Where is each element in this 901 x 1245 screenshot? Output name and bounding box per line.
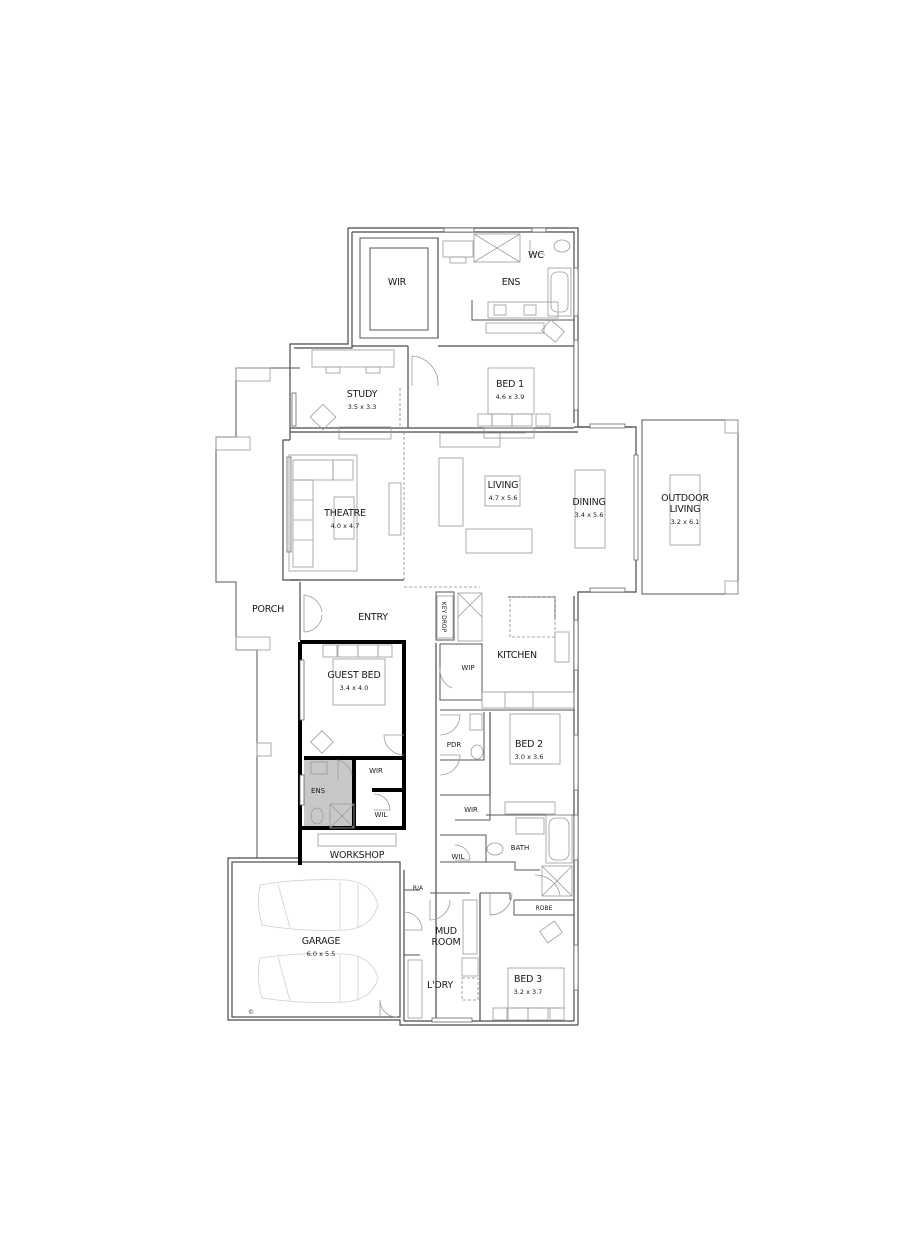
label-bath: BATH [511,844,530,852]
label-laundry: L'DRY [427,980,453,991]
label-guest-wir: WIR [369,767,383,775]
outdoor-living-structure [641,419,739,595]
label-theatre: THEATRE [323,508,366,519]
label-garage: GARAGE [302,936,341,947]
guest-ensuite-fill [304,760,352,826]
label-porch: PORCH [252,604,284,615]
dims-garage: 6.0 x 5.5 [307,950,336,958]
dims-outdoor-living: 3.2 x 6.1 [671,518,700,526]
label-guest-ens: ENS [311,787,326,795]
label-pdr: PDR [447,741,462,749]
copyright-symbol: © [248,1009,254,1016]
label-mud-room-1: MUD [435,926,457,937]
porch-structure [215,367,300,858]
label-wip: WIP [461,664,474,672]
label-bed1: BED 1 [496,379,524,390]
label-robe: ROBE [536,905,553,912]
label-workshop: WORKSHOP [330,850,385,861]
dims-study: 3.5 x 3.3 [348,403,377,411]
label-ra: R/A [413,885,424,892]
label-entry: ENTRY [358,612,388,623]
dims-living: 4.7 x 5.6 [489,494,518,502]
label-wir-master: WIR [388,277,407,288]
dims-bed3: 3.2 x 3.7 [514,988,543,996]
dims-theatre: 4.0 x 4.7 [331,522,360,530]
label-kitchen: KITCHEN [497,650,537,661]
label-living: LIVING [488,480,519,491]
label-bed2: BED 2 [515,739,543,750]
interior-walls [290,237,578,1021]
label-bed3: BED 3 [514,974,542,985]
dims-guest-bed: 3.4 x 4.0 [340,684,369,692]
label-outdoor-living-1: OUTDOOR [661,493,709,504]
label-bed2-wir: WIR [464,806,478,814]
label-wil: WIL [452,853,465,861]
label-mud-room-2: ROOM [432,937,461,948]
label-study: STUDY [347,389,378,400]
windows [286,227,639,1023]
label-key-drop: KEY DROP [440,602,447,633]
label-dining: DINING [572,497,605,508]
label-wc: WC [528,250,544,261]
label-ens-master: ENS [502,277,521,288]
cars [258,879,379,1003]
furniture [288,233,701,1021]
label-guest-wil: WIL [375,811,388,819]
room-labels: WIR ENS WC BED 1 4.6 x 3.9 STUDY 3.5 x 3… [248,250,710,1016]
doors [303,240,561,1018]
label-guest-bed: GUEST BED [327,670,380,681]
label-outdoor-living-2: LIVING [670,504,701,515]
dims-bed2: 3.0 x 3.6 [515,753,544,761]
dims-bed1: 4.6 x 3.9 [496,393,525,401]
dims-dining: 3.4 x 5.6 [575,511,604,519]
